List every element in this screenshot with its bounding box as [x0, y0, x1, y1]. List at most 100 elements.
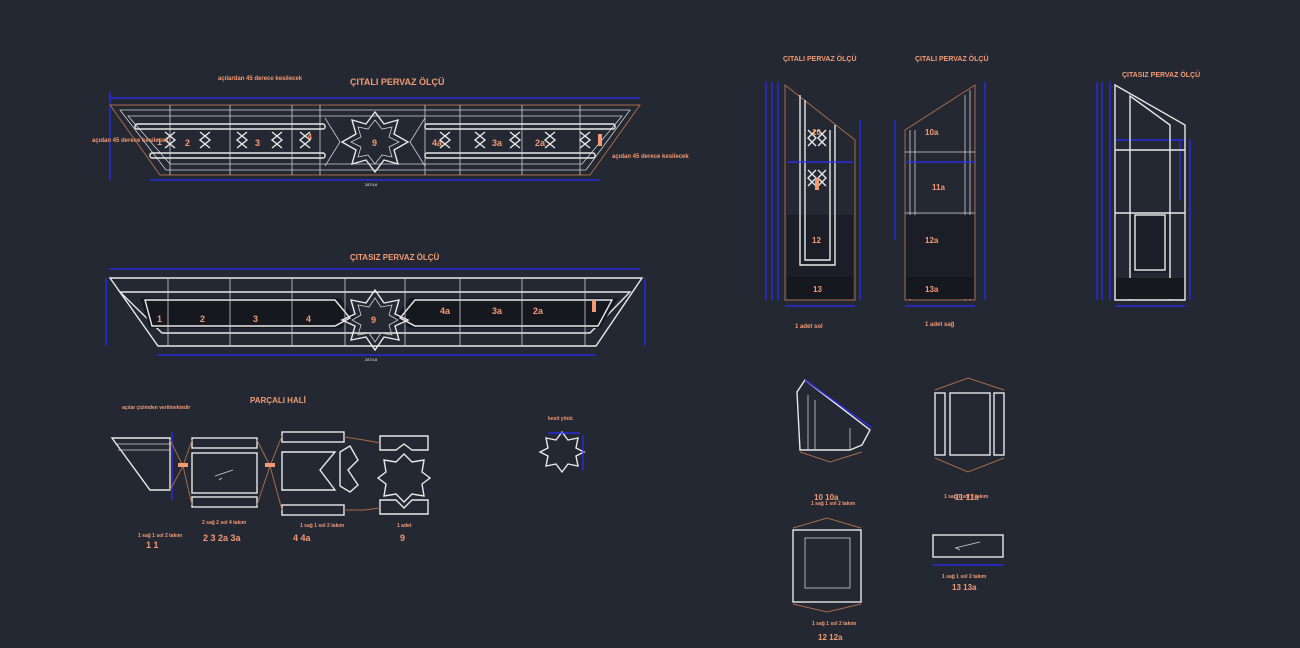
part-label: 1 — [157, 137, 162, 147]
part-piece — [379, 499, 429, 515]
trim-outline — [108, 277, 644, 347]
tag — [265, 463, 275, 467]
part-piece — [379, 435, 429, 451]
part-group-label: 13 13a — [952, 583, 977, 592]
front-trim-top-view: ÇITALI PERVAZ ÖLÇÜ açılardan 45 derece k… — [92, 76, 689, 187]
star-ornament — [340, 288, 410, 352]
caption: 1 adet sol — [795, 324, 823, 330]
side-panel-dark — [906, 215, 974, 277]
part-label: 11a — [932, 183, 945, 192]
title-front-trim-plain: ÇITASIZ PERVAZ ÖLÇÜ — [350, 253, 440, 262]
side-view-b: ÇITALI PERVAZ ÖLÇÜ 10a 11a 12a 13a 1 ade… — [894, 54, 989, 328]
trim-panel — [398, 299, 614, 327]
knot-ornaments — [807, 129, 827, 187]
part-group-label: 10 10a — [814, 493, 839, 502]
grain-arrow-icon — [954, 541, 981, 551]
part-label: 3a — [492, 138, 503, 148]
part-piece-small — [339, 445, 359, 493]
star-detail: kesit yönü — [538, 416, 586, 474]
part-label: 10a — [925, 128, 939, 137]
part-label: 12 — [812, 236, 821, 245]
title-parts: PARÇALI HALİ — [250, 396, 306, 405]
part-label: 4 — [306, 314, 311, 324]
part-group-label: 1 1 — [146, 540, 159, 550]
chevron-right — [409, 117, 426, 167]
caption: 1 sağ 1 sol 2 takım — [300, 523, 345, 529]
part-group-label: 12 12a — [818, 633, 843, 642]
part-label: 3 — [255, 138, 260, 148]
rope-molding — [424, 123, 616, 130]
section-dividers — [167, 278, 586, 346]
side-view-a: ÇITALI PERVAZ ÖLÇÜ 10 12 13 1 adet sol — [765, 54, 861, 330]
detail-piece — [993, 392, 1005, 456]
part-label: 1 — [157, 314, 162, 324]
detail-pieces-12: 1 sağ 1 sol 2 takım 12 12a — [792, 517, 862, 642]
side-panel-dark — [787, 215, 853, 277]
part-piece-9 — [376, 453, 432, 503]
note-star: kesit yönü — [548, 416, 573, 422]
part-piece-1 — [110, 437, 171, 491]
star-inner — [350, 119, 400, 165]
star-piece — [538, 430, 586, 474]
part-label: 4a — [440, 306, 451, 316]
side-outline — [904, 84, 976, 301]
caption: 1 sağ 1 sol 2 takım — [812, 621, 857, 627]
trim-inner-line — [127, 115, 623, 165]
caption: 1 sağ 1 sol 2 takım — [944, 494, 989, 500]
rope-frame — [804, 100, 831, 261]
detail-pieces-11: 1 sağ 1 sol 2 takım 11 11a — [934, 377, 1005, 502]
rope-molding — [134, 123, 326, 130]
title-side-b: ÇITALI PERVAZ ÖLÇÜ — [915, 54, 989, 63]
part-group-label: 2 3 2a 3a — [203, 533, 242, 543]
part-piece — [191, 496, 258, 508]
rope-frame — [799, 95, 836, 266]
dimension-text: 2874,6 — [365, 357, 378, 362]
part-piece — [191, 437, 258, 449]
trim-outline — [109, 104, 641, 176]
side-base — [1116, 278, 1184, 299]
part-label: 2a — [533, 306, 544, 316]
chevron-left — [324, 117, 341, 167]
side-outline — [784, 83, 856, 301]
part-label: 9 — [371, 315, 376, 325]
caption: 1 sağ 1 sol 2 takım — [942, 574, 987, 580]
part-label: 4a — [432, 138, 443, 148]
part-label: 10 — [812, 128, 821, 137]
part-group-label: 9 — [400, 533, 405, 543]
part-piece — [281, 504, 345, 516]
part-group-label: 11 11a — [955, 493, 979, 502]
detail-pieces-10: 1 sağ 1 sol 2 takım 10 10a — [796, 378, 873, 507]
star-inner — [351, 297, 399, 343]
side-outline — [1114, 83, 1186, 301]
caption: 2 sağ 2 sol 4 takım — [202, 520, 247, 526]
part-label: 3 — [253, 314, 258, 324]
part-label-bar — [592, 300, 596, 312]
caption: 1 sağ 1 sol 2 takım — [811, 501, 856, 507]
part-label: 3a — [492, 306, 503, 316]
dimension-text: 2874,6 — [365, 182, 378, 187]
rope-molding — [149, 152, 326, 159]
parts-exploded-view: PARÇALI HALİ açılar çizimden verilmekted… — [110, 396, 432, 550]
tag — [178, 463, 188, 467]
part-label-bar — [598, 134, 602, 146]
detail-piece-13 — [932, 534, 1004, 558]
part-label: 12a — [925, 236, 939, 245]
detail-piece-12 — [792, 529, 862, 603]
title-side-c: ÇITASIZ PERVAZ ÖLÇÜ — [1122, 70, 1200, 79]
part-label: 4 — [307, 132, 312, 142]
part-label: 13a — [925, 285, 939, 294]
note-angle-right: açıdan 45 derece kesilecek — [612, 154, 689, 160]
side-panel-dark — [1131, 215, 1169, 273]
knot-ornaments — [163, 131, 592, 149]
rope-molding — [424, 152, 596, 159]
detail-piece — [934, 392, 946, 456]
part-piece — [281, 431, 345, 443]
caption: 1 sağ 1 sol 2 takım — [138, 533, 183, 539]
part-label: 13 — [813, 285, 822, 294]
detail-piece-11 — [949, 392, 991, 456]
part-label: 9 — [372, 138, 377, 148]
side-view-c: ÇITASIZ PERVAZ ÖLÇÜ — [1096, 70, 1200, 307]
part-label: 2a — [535, 138, 546, 148]
grain-arrow-icon — [214, 469, 234, 481]
